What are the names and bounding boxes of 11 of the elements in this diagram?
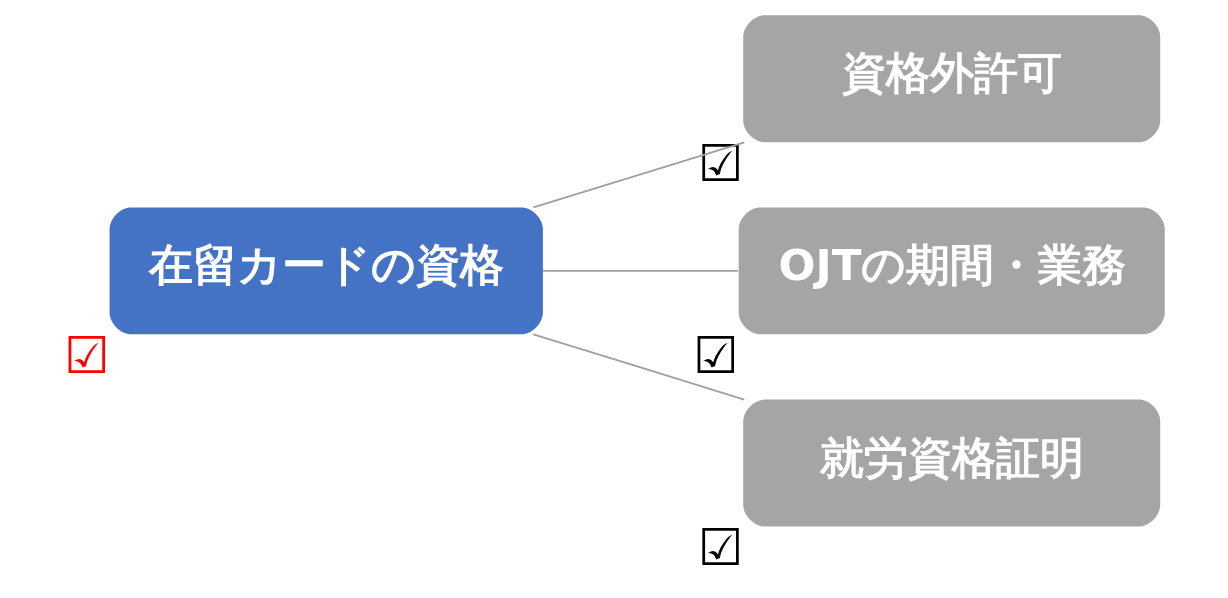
- node-box: 在留カードの資格: [109, 207, 543, 335]
- node-label: ☑: [697, 133, 743, 193]
- node-label: ☑: [63, 326, 110, 386]
- node-box: 就労資格証明: [742, 399, 1160, 527]
- node-box: OJTの期間・業務: [738, 207, 1165, 335]
- connector: [532, 141, 745, 209]
- node-label: ☑: [697, 518, 743, 578]
- connector: [532, 333, 745, 401]
- node-box: 資格外許可: [742, 15, 1160, 143]
- connector: [541, 270, 739, 272]
- node-label: ☑: [692, 326, 739, 386]
